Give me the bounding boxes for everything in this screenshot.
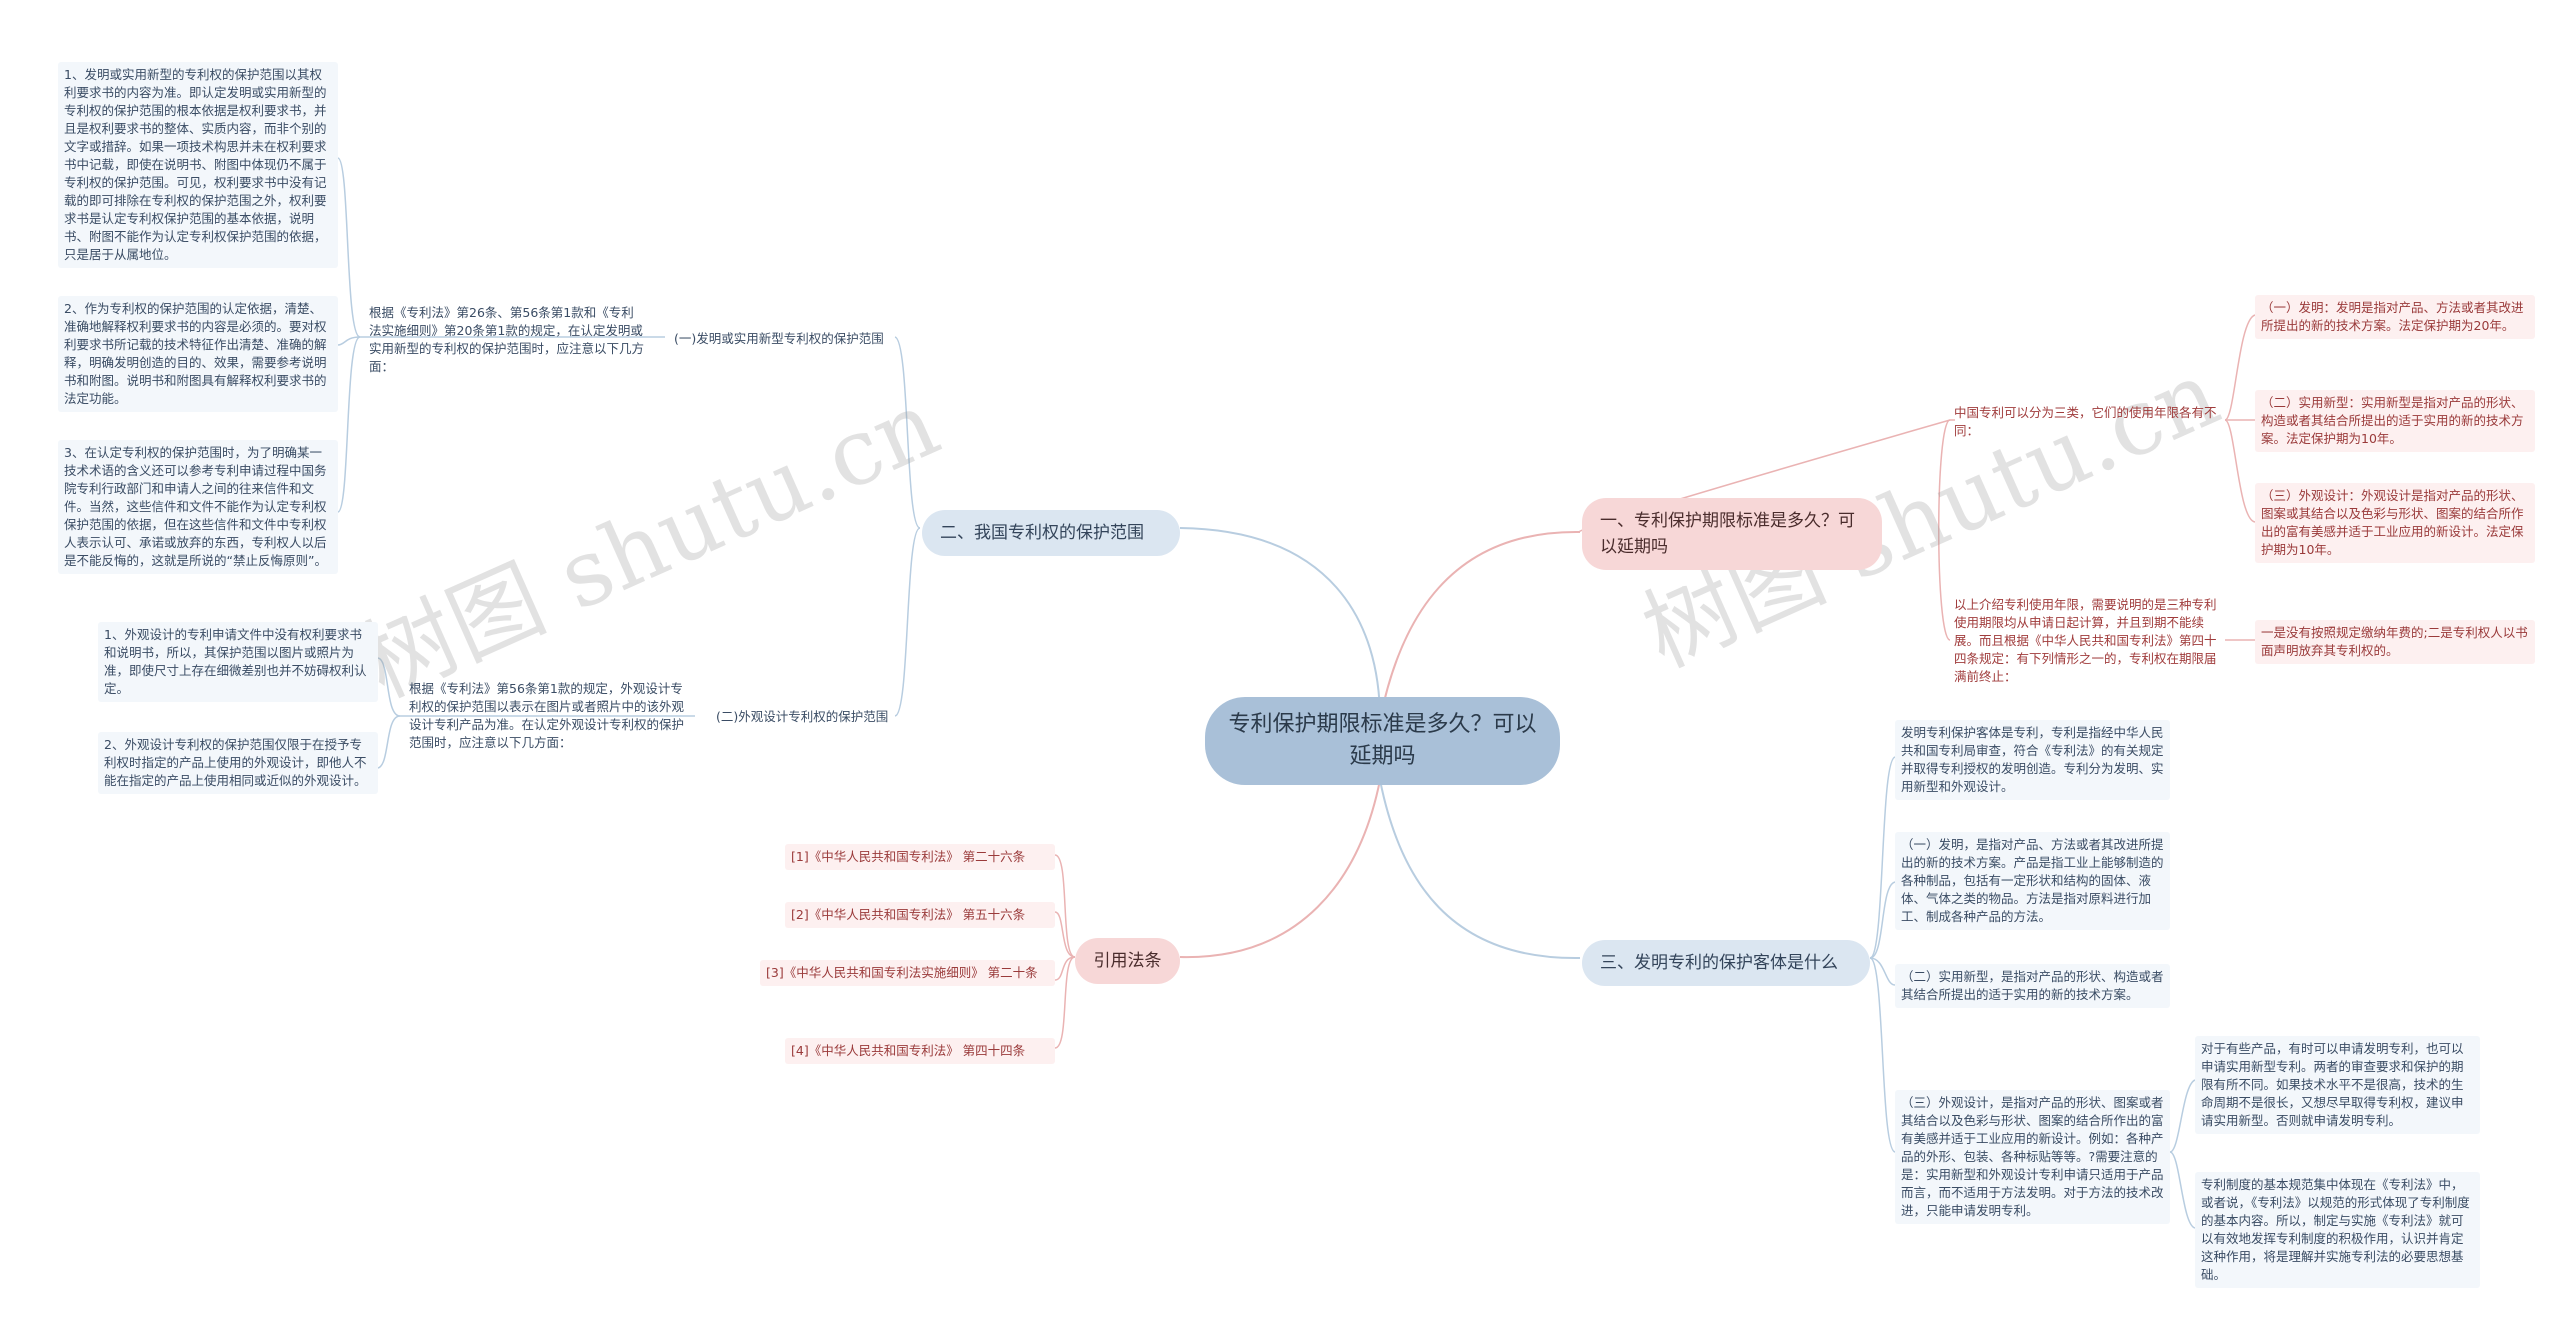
design-scope-item-2[interactable]: 2、外观设计专利权的保护范围仅限于在授予专利权时指定的产品上使用的外观设计，即他… [98, 732, 378, 794]
patent-type-design[interactable]: （三）外观设计：外观设计是指对产品的形状、图案或其结合以及色彩与形状、图案的结合… [2255, 483, 2535, 563]
leaf-text: [1]《中华人民共和国专利法》 第二十六条 [791, 849, 1026, 864]
leaf-text: [4]《中华人民共和国专利法》 第四十四条 [791, 1043, 1026, 1058]
leaf-text: 2、作为专利权的保护范围的认定依据，清楚、准确地解释权利要求书的内容是必须的。要… [64, 301, 327, 406]
leaf-text: [3]《中华人民共和国专利法实施细则》 第二十条 [766, 965, 1038, 980]
edge-root-b1 [1379, 530, 1581, 721]
root-topic[interactable]: 专利保护期限标准是多久？可以延期吗 [1205, 697, 1560, 785]
cited-law-4[interactable]: [4]《中华人民共和国专利法》 第四十四条 [785, 1038, 1055, 1064]
leaf-text: （一）发明，是指对产品、方法或者其改进所提出的新的技术方案。产品是指工业上能够制… [1901, 837, 2164, 924]
leaf-text: （一）发明：发明是指对产品、方法或者其改进所提出的新的技术方案。法定保护期为20… [2261, 300, 2524, 333]
edge-root-b2 [1179, 527, 1381, 721]
sub-invention-desc[interactable]: 根据《专利法》第26条、第56条第1款和《专利法实施细则》第20条第1款的规定，… [365, 302, 650, 378]
branch-title: 二、我国专利权的保护范围 [940, 523, 1144, 543]
patent-type-utility[interactable]: （二）实用新型：实用新型是指对产品的形状、构造或者其结合所提出的适于实用的新的技… [2255, 390, 2535, 452]
leaf-text: 2、外观设计专利权的保护范围仅限于在授予专利权时指定的产品上使用的外观设计，即他… [104, 737, 367, 788]
object-subitem-2[interactable]: 专利制度的基本规范集中体现在《专利法》中，或者说，《专利法》以规范的形式体现了专… [2195, 1172, 2480, 1288]
object-item-2[interactable]: （一）发明，是指对产品、方法或者其改进所提出的新的技术方案。产品是指工业上能够制… [1895, 832, 2170, 930]
desc-text: 根据《专利法》第26条、第56条第1款和《专利法实施细则》第20条第1款的规定，… [369, 305, 645, 374]
root-title: 专利保护期限标准是多久？可以延期吗 [1228, 712, 1537, 769]
sub-invention-scope[interactable]: (一)发明或实用新型专利权的保护范围 [670, 328, 905, 350]
cited-law-1[interactable]: [1]《中华人民共和国专利法》 第二十六条 [785, 844, 1055, 870]
note-text: 以上介绍专利使用年限，需要说明的是三种专利使用期限均从申请日起计算，并且到期不能… [1954, 597, 2217, 684]
branch-expiry-period[interactable]: 一、专利保护期限标准是多久？可以延期吗 [1582, 498, 1882, 570]
object-subitem-1[interactable]: 对于有些产品，有时可以申请发明专利，也可以申请实用新型专利。两者的审查要求和保护… [2195, 1036, 2480, 1134]
leaf-text: （二）实用新型：实用新型是指对产品的形状、构造或者其结合所提出的适于实用的新的技… [2261, 395, 2524, 446]
desc-text: 根据《专利法》第56条第1款的规定，外观设计专利权的保护范围以表示在图片或者照片… [409, 681, 685, 750]
design-scope-item-1[interactable]: 1、外观设计的专利申请文件中没有权利要求书和说明书，所以，其保护范围以图片或照片… [98, 622, 378, 702]
branch-protection-object[interactable]: 三、发明专利的保护客体是什么 [1582, 940, 1870, 986]
leaf-text: 1、外观设计的专利申请文件中没有权利要求书和说明书，所以，其保护范围以图片或照片… [104, 627, 367, 696]
invention-scope-item-3[interactable]: 3、在认定专利权的保护范围时，为了明确某一技术术语的含义还可以参考专利申请过程中… [58, 440, 338, 574]
sub-label: (二)外观设计专利权的保护范围 [716, 709, 889, 724]
sub-label: (一)发明或实用新型专利权的保护范围 [674, 331, 884, 346]
invention-scope-item-1[interactable]: 1、发明或实用新型的专利权的保护范围以其权利要求书的内容为准。即认定发明或实用新… [58, 62, 338, 268]
termination-conditions[interactable]: 一是没有按照规定缴纳年费的;二是专利权人以书面声明放弃其专利权的。 [2255, 620, 2535, 664]
patent-types-intro[interactable]: 中国专利可以分为三类，它们的使用年限各有不同： [1950, 402, 2225, 442]
leaf-text: （二）实用新型，是指对产品的形状、构造或者其结合所提出的适于实用的新的技术方案。 [1901, 969, 2164, 1002]
intro-text: 中国专利可以分为三类，它们的使用年限各有不同： [1954, 405, 2217, 438]
branch-title: 一、专利保护期限标准是多久？可以延期吗 [1600, 511, 1855, 557]
cited-law-2[interactable]: [2]《中华人民共和国专利法》 第五十六条 [785, 902, 1055, 928]
leaf-text: 发明专利保护客体是专利，专利是指经中华人民共和国专利局审查，符合《专利法》的有关… [1901, 725, 2164, 794]
branch-cited-laws[interactable]: 引用法条 [1075, 938, 1180, 984]
cited-law-3[interactable]: [3]《中华人民共和国专利法实施细则》 第二十条 [760, 960, 1055, 986]
edge-root-b4 [1179, 779, 1381, 959]
leaf-text: （三）外观设计，是指对产品的形状、图案或者其结合以及色彩与形状、图案的结合所作出… [1901, 1095, 2164, 1218]
sub-design-scope[interactable]: (二)外观设计专利权的保护范围 [712, 706, 917, 728]
patent-type-invention[interactable]: （一）发明：发明是指对产品、方法或者其改进所提出的新的技术方案。法定保护期为20… [2255, 295, 2535, 339]
leaf-text: 3、在认定专利权的保护范围时，为了明确某一技术术语的含义还可以参考专利申请过程中… [64, 445, 327, 568]
object-item-1[interactable]: 发明专利保护客体是专利，专利是指经中华人民共和国专利局审查，符合《专利法》的有关… [1895, 720, 2170, 800]
invention-scope-item-2[interactable]: 2、作为专利权的保护范围的认定依据，清楚、准确地解释权利要求书的内容是必须的。要… [58, 296, 338, 412]
object-item-3[interactable]: （二）实用新型，是指对产品的形状、构造或者其结合所提出的适于实用的新的技术方案。 [1895, 964, 2170, 1008]
term-note[interactable]: 以上介绍专利使用年限，需要说明的是三种专利使用期限均从申请日起计算，并且到期不能… [1950, 594, 2225, 688]
sub-design-desc[interactable]: 根据《专利法》第56条第1款的规定，外观设计专利权的保护范围以表示在图片或者照片… [405, 678, 690, 754]
leaf-text: 一是没有按照规定缴纳年费的;二是专利权人以书面声明放弃其专利权的。 [2261, 625, 2528, 658]
edge-root-b3 [1379, 779, 1581, 960]
object-item-4[interactable]: （三）外观设计，是指对产品的形状、图案或者其结合以及色彩与形状、图案的结合所作出… [1895, 1090, 2170, 1224]
leaf-text: 对于有些产品，有时可以申请发明专利，也可以申请实用新型专利。两者的审查要求和保护… [2201, 1041, 2464, 1128]
leaf-text: 1、发明或实用新型的专利权的保护范围以其权利要求书的内容为准。即认定发明或实用新… [64, 67, 327, 262]
leaf-text: [2]《中华人民共和国专利法》 第五十六条 [791, 907, 1026, 922]
leaf-text: 专利制度的基本规范集中体现在《专利法》中，或者说，《专利法》以规范的形式体现了专… [2201, 1177, 2470, 1282]
leaf-text: （三）外观设计：外观设计是指对产品的形状、图案或其结合以及色彩与形状、图案的结合… [2261, 488, 2524, 557]
branch-title: 三、发明专利的保护客体是什么 [1600, 953, 1838, 973]
branch-protection-scope[interactable]: 二、我国专利权的保护范围 [922, 510, 1180, 556]
branch-title: 引用法条 [1093, 951, 1162, 971]
